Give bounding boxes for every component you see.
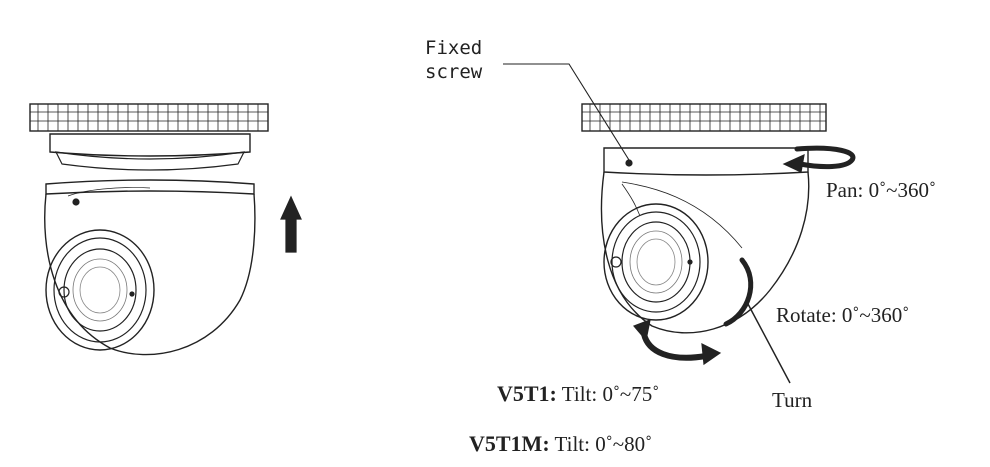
tilt-v5t1-range: Tilt: 0˚~75˚ <box>561 382 660 406</box>
left-camera-illustration <box>29 103 269 356</box>
rotate-label: Rotate: 0˚~360˚ <box>776 303 910 327</box>
fixed-screw-label-line2: screw <box>425 61 483 83</box>
up-arrow-icon <box>280 195 302 253</box>
fixed-screw-label: Fixed screw <box>425 36 482 84</box>
rotate-arc-icon <box>723 257 754 327</box>
tilt-v5t1m-model: V5T1M: <box>469 431 550 456</box>
turn-label: Turn <box>772 388 813 412</box>
turn-leader-line <box>747 303 791 384</box>
tilt-v5t1m-range: Tilt: 0˚~80˚ <box>554 432 653 456</box>
tilt-arrow-icon <box>632 319 722 366</box>
pan-label: Pan: 0˚~360˚ <box>826 178 936 202</box>
pan-arrow-icon <box>782 145 856 173</box>
fixed-screw-label-line1: Fixed <box>425 37 483 59</box>
right-camera-illustration <box>581 103 827 334</box>
fixed-screw-leader-line <box>503 63 630 161</box>
tilt-v5t1-row: V5T1: Tilt: 0˚~75˚ <box>497 383 659 405</box>
tilt-v5t1m-row: V5T1M: Tilt: 0˚~80˚ <box>469 433 652 455</box>
right-ceiling-mount <box>581 103 827 132</box>
left-ceiling-mount <box>29 103 269 132</box>
tilt-v5t1-model: V5T1: <box>497 381 557 406</box>
